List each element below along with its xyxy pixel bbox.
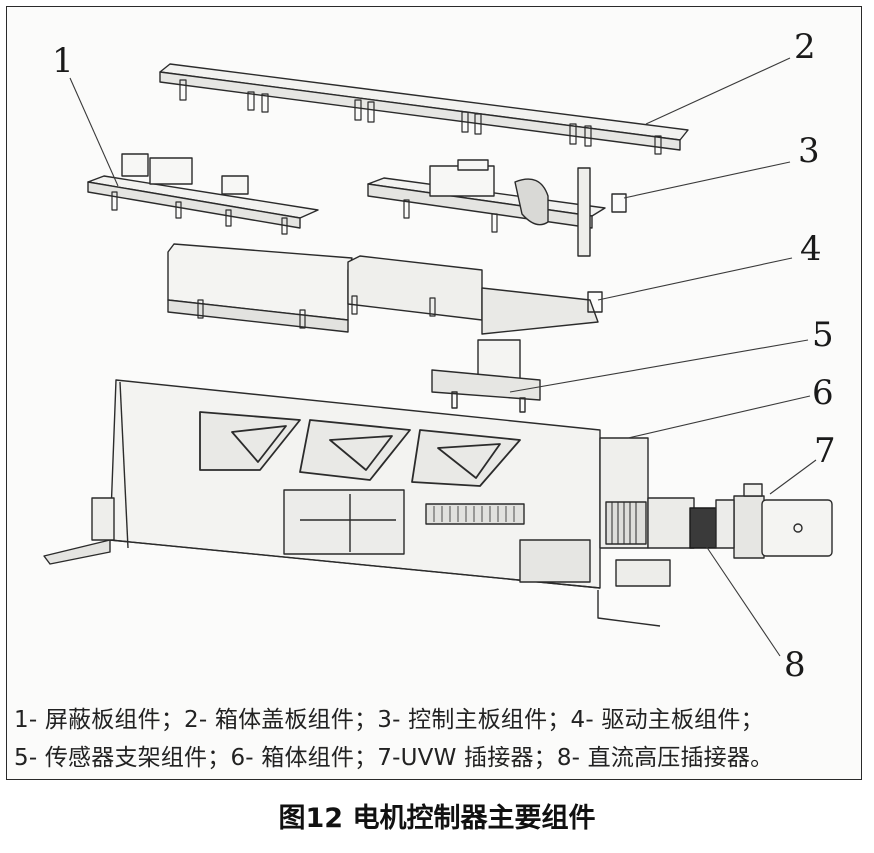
figure-caption: 图12 电机控制器主要组件 (278, 803, 596, 834)
case-cover-assembly (159, 63, 689, 155)
callout-3: 3 (798, 131, 820, 171)
callout-8: 8 (784, 645, 806, 685)
callout-4: 4 (800, 229, 822, 269)
callout-2: 2 (794, 27, 816, 67)
sensor-bracket-assembly (431, 339, 541, 413)
control-mainboard-assembly (367, 159, 627, 257)
dc-high-voltage-connector (605, 497, 717, 587)
callout-6: 6 (812, 373, 834, 413)
legend-line-1: 1- 屏蔽板组件；2- 箱体盖板组件；3- 控制主板组件；4- 驱动主板组件； (14, 707, 764, 733)
legend-line-2: 5- 传感器支架组件；6- 箱体组件；7-UVW 插接器；8- 直流高压插接器。 (14, 745, 774, 771)
leader-lines (69, 57, 817, 657)
case-body-assembly (43, 379, 661, 627)
callout-7: 7 (814, 431, 836, 471)
callout-5: 5 (812, 315, 834, 355)
callout-1: 1 (52, 41, 74, 81)
uvw-connector (715, 483, 833, 559)
shield-plate-assembly (87, 153, 319, 235)
drive-mainboard-assembly (167, 243, 603, 335)
